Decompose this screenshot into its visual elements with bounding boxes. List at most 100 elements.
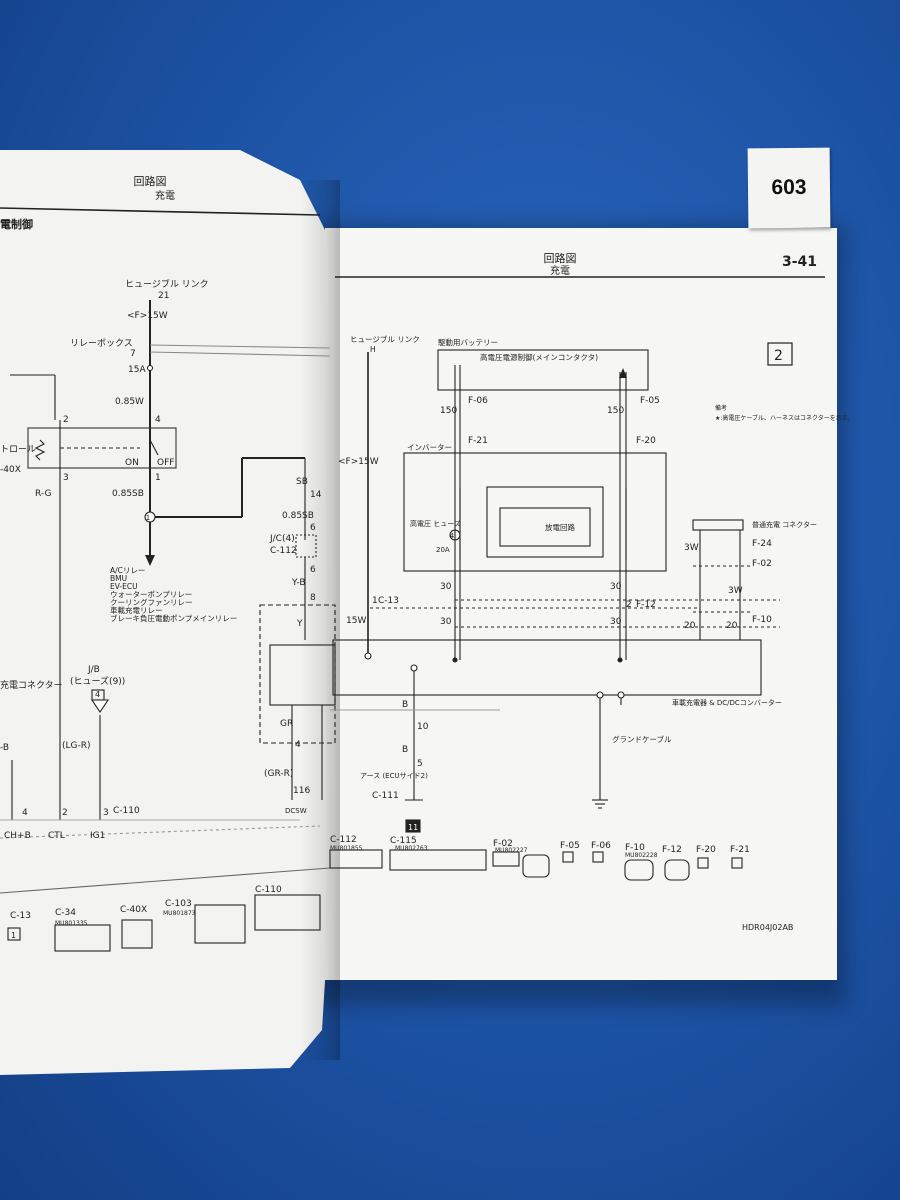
pin-2: 2: [626, 600, 632, 610]
wire-lgr: (LG-R): [62, 741, 91, 751]
conn-f10: F-10: [752, 615, 772, 625]
right-header-title: 回路図: [544, 252, 577, 265]
fuse-link-num: H: [370, 345, 376, 354]
left-page: [0, 150, 333, 1075]
pin-30: 30: [440, 617, 452, 627]
jb-fuse: (ヒューズ(9)): [70, 675, 125, 687]
relay-list-item: クーリングファンリレー: [110, 597, 193, 607]
discharge-label: 放電回路: [545, 522, 575, 532]
bottom-conn-f06: F-06: [591, 841, 611, 851]
wire-b: B: [402, 745, 408, 755]
bottom-conn-f10: F-10: [625, 843, 645, 853]
wire-3w: 3W: [728, 586, 743, 596]
relay-list-item: EV-ECU: [110, 582, 138, 591]
conn-c110: C-110: [113, 806, 140, 816]
pin-30: 30: [610, 582, 622, 592]
hv-fuse-num: 4: [450, 532, 455, 540]
pin-5: 5: [417, 759, 423, 769]
jc-label: J/C(4): [269, 534, 295, 544]
jc-conn: C-112: [270, 546, 297, 556]
bottom-conn-c103: C-103: [165, 899, 192, 909]
wire-b: B: [402, 700, 408, 710]
term-ig1: IG1: [90, 831, 105, 841]
wire-15w: <F>15W: [338, 457, 379, 467]
conn-c13: C-13: [378, 596, 399, 606]
bottom-conn-f20: F-20: [696, 845, 716, 855]
right-page-text: 回路図 充電 3-41 2 ヒュージブル リンク H 駆動用バッテリー 高電圧電…: [330, 252, 853, 932]
wire-rg: R-G: [35, 489, 51, 499]
pin-3: 3: [63, 473, 69, 483]
left-page-text: 回路図 充電 電制御 ヒュージブル リンク 21 <F>15W リレーボックス …: [0, 175, 322, 940]
pin-30: 30: [440, 582, 452, 592]
conn-f21: F-21: [468, 436, 488, 446]
left-header-sub: 充電: [155, 189, 175, 202]
pin-1: 1: [155, 473, 161, 483]
right-header-sub: 充電: [550, 264, 570, 277]
c13-box-pin: 1: [11, 931, 16, 940]
pin-4c: 4: [22, 808, 28, 818]
wire-15w2: 15W: [346, 616, 366, 626]
relay-list-item: 車載充電リレー: [110, 605, 163, 615]
conn-f06: F-06: [468, 396, 488, 406]
note-text: ★:高電圧ケーブル、ハーネスはコネクターを示す。: [715, 414, 853, 422]
wire-3w: 3W: [684, 543, 699, 553]
mu-code: MU802228: [625, 852, 658, 859]
wire-085w: 0.85W: [115, 397, 144, 407]
bottom-conn-f12: F-12: [662, 845, 682, 855]
inverter-label: インバーター: [407, 443, 452, 452]
pin-2c: 2: [62, 808, 68, 818]
right-page-number: 3-41: [782, 254, 817, 270]
pin-1: 1: [372, 596, 378, 606]
pin-20: 20: [684, 621, 696, 631]
fuse-link-label: ヒュージブル リンク: [125, 278, 209, 290]
left-section-title: 電制御: [0, 217, 33, 231]
relay-list-item: BMU: [110, 574, 127, 583]
mu-code: MU802763: [395, 845, 428, 852]
hv-fuse-label: 高電圧 ヒューズ: [410, 519, 461, 528]
conn-f02: F-02: [752, 559, 772, 569]
wire-085sb2: 0.85SB: [282, 511, 314, 521]
term-chb: CH+B: [4, 831, 31, 841]
footer-code: HDR04J02AB: [742, 923, 793, 932]
note-title: 備考: [715, 404, 727, 412]
bottom-conn-c115: C-115: [390, 836, 417, 846]
conn-c111: C-111: [372, 791, 399, 801]
pin-6b: 6: [310, 565, 316, 575]
bottom-conn-c110: C-110: [255, 885, 282, 895]
wire-gr-r: (GR-R): [264, 769, 293, 779]
bottom-conn-f21: F-21: [730, 845, 750, 855]
pin-116: 116: [293, 786, 310, 796]
pin-8: 8: [310, 593, 316, 603]
control-label: トロール: [0, 445, 36, 455]
fuse-link-label: ヒュージブル リンク: [350, 334, 420, 344]
pin-6a: 6: [310, 523, 316, 533]
on-label: ON: [125, 458, 139, 468]
off-label: OFF: [157, 458, 174, 468]
pin-4b: 4: [295, 740, 301, 750]
charge-connector: 充電コネクター: [0, 679, 63, 691]
relay-num: 7: [130, 349, 136, 359]
term-ctl: CTL: [48, 831, 65, 841]
fuse-link-wire: <F>15W: [127, 311, 168, 321]
mu-code: MU801855: [330, 845, 363, 852]
bottom-conn-f02: F-02: [493, 839, 513, 849]
relay-list: A/Cリレー BMU EV-ECU ウォーターポンプリレー クーリングファンリレ…: [110, 566, 237, 623]
bottom-conn-c40x: C-40X: [120, 905, 147, 915]
relay-amp: 15A: [128, 365, 146, 375]
conn-40x: -40X: [0, 465, 21, 475]
mu-code: MU801873: [163, 910, 196, 917]
mu-code: MU801335: [55, 920, 88, 927]
conn-f12: F-12: [636, 600, 656, 610]
fuse-link-num: 21: [158, 291, 169, 301]
relay-box-label: リレーボックス: [70, 338, 133, 349]
earth-num: 11: [408, 823, 418, 832]
wire-y: Y: [296, 619, 303, 629]
ground-cable-label: グランドケーブル: [612, 734, 672, 744]
bottom-conn-f05: F-05: [560, 841, 580, 851]
pin-3c: 3: [103, 808, 109, 818]
normal-charge-label: 普通充電 コネクター: [752, 520, 817, 529]
pin-2: 2: [63, 415, 69, 425]
bottom-conn-c112: C-112: [330, 835, 357, 845]
wire-sb: SB: [296, 477, 308, 487]
